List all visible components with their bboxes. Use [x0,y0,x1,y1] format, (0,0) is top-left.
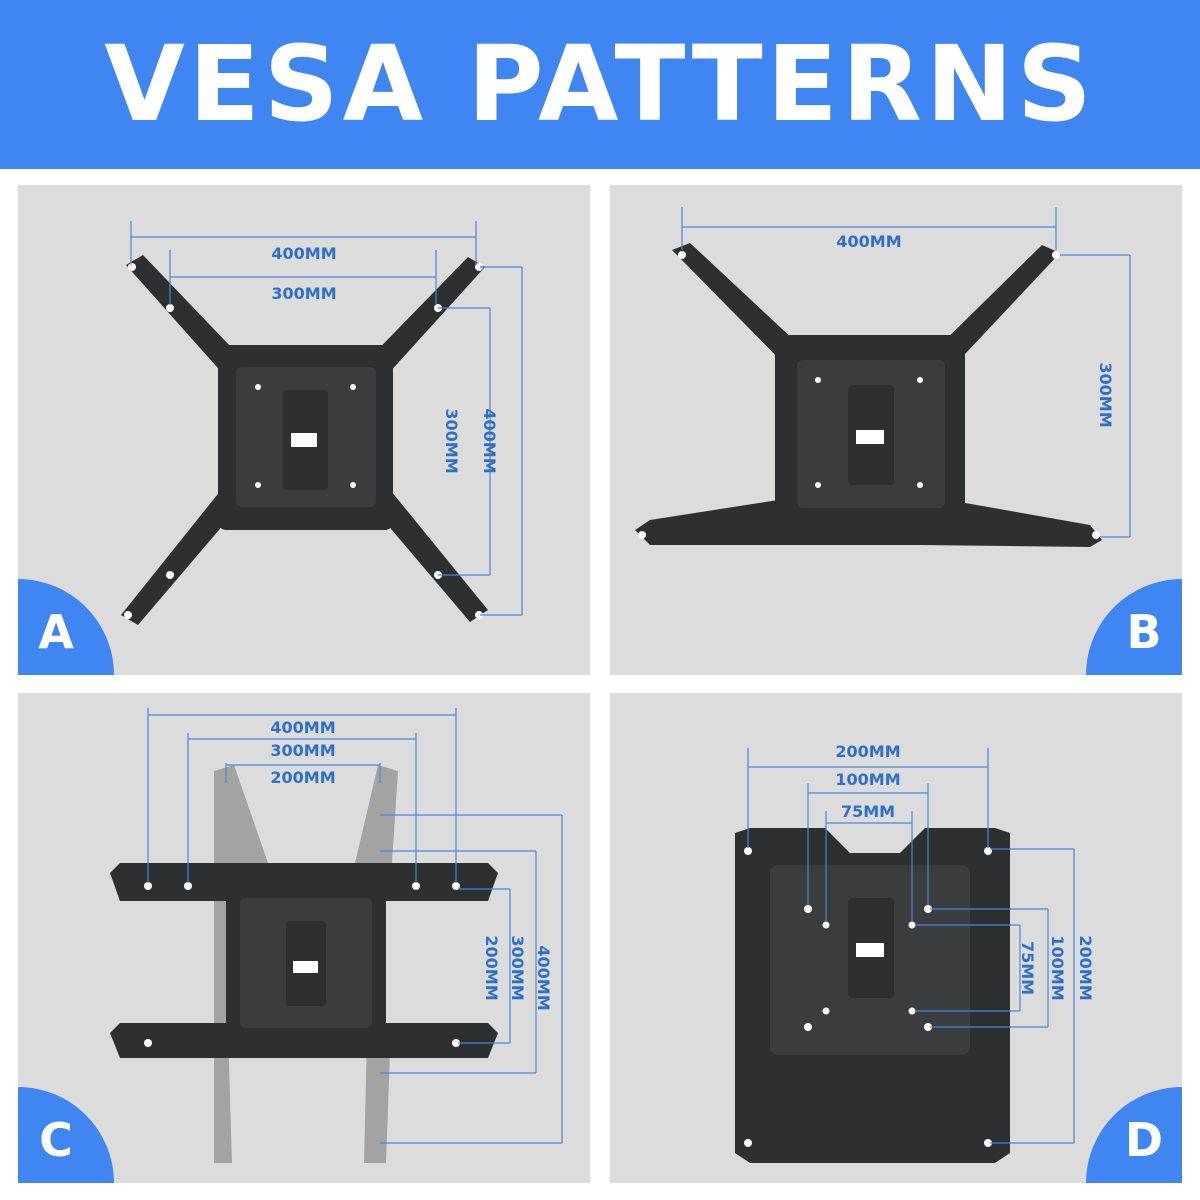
header-banner: VESA PATTERNS [0,0,1200,169]
bracket-b [635,243,1102,547]
panel-a: 400MM 300MM 300MM 400MM A [18,185,590,675]
dim-d-200-vertical: 200MM [1076,935,1095,1000]
dim-d-75-horizontal: 75MM [841,802,895,821]
dim-c-300-vertical: 300MM [508,935,527,1000]
dim-a-400-vertical: 400MM [480,408,499,473]
panel-c: 400MM 300MM 200MM 200MM 300MM 400MM C [18,693,590,1183]
dimensions-b: 400MM 300MM [681,207,1131,538]
dim-a-400-horizontal: 400MM [271,244,336,263]
dim-c-200-vertical: 200MM [482,935,501,1000]
panel-d-illustration: 200MM 100MM 75MM 75MM 100MM 200MM [735,742,1095,1163]
panel-b-illustration: 400MM 300MM [635,207,1131,547]
dim-c-300-horizontal: 300MM [270,741,335,760]
panel-b: 400MM 300MM B [610,185,1182,675]
panel-a-illustration: 400MM 300MM 300MM 400MM [121,221,523,625]
dim-d-200-horizontal: 200MM [835,742,900,761]
dimensions-a: 400MM 300MM 300MM 400MM [130,221,523,616]
dim-a-300-vertical: 300MM [442,408,461,473]
panel-c-letter: C [39,1113,73,1167]
arm-b-bl [635,495,810,545]
panel-d-letter: D [1124,1113,1164,1167]
dim-c-400-horizontal: 400MM [270,718,335,737]
dim-d-100-horizontal: 100MM [835,770,900,789]
dim-d-100-vertical: 100MM [1048,935,1067,1000]
plate-d [735,828,1010,1163]
dim-c-400-vertical: 400MM [534,945,553,1010]
arm-b-tl [672,243,810,370]
dimensions-d: 200MM 100MM 75MM 75MM 100MM 200MM [747,742,1095,1144]
dim-b-300-vertical: 300MM [1096,362,1115,427]
panel-b-letter: B [1126,605,1162,659]
panel-c-illustration: 400MM 300MM 200MM 200MM 300MM 400MM [110,708,563,1163]
dim-a-300-horizontal: 300MM [271,284,336,303]
arm-b-br [920,495,1102,547]
page-title: VESA PATTERNS [104,23,1096,145]
dimensions-c: 400MM 300MM 200MM 200MM 300MM 400MM [147,708,563,1144]
dim-b-400-horizontal: 400MM [836,232,901,251]
dim-c-200-horizontal: 200MM [270,768,335,787]
bracket-c [110,863,498,1058]
arm-c-top [110,863,498,901]
panel-a-letter: A [38,605,74,659]
panel-d: 200MM 100MM 75MM 75MM 100MM 200MM D [610,693,1182,1183]
bracket-a [121,255,488,625]
dim-d-75-vertical: 75MM [1018,941,1037,995]
